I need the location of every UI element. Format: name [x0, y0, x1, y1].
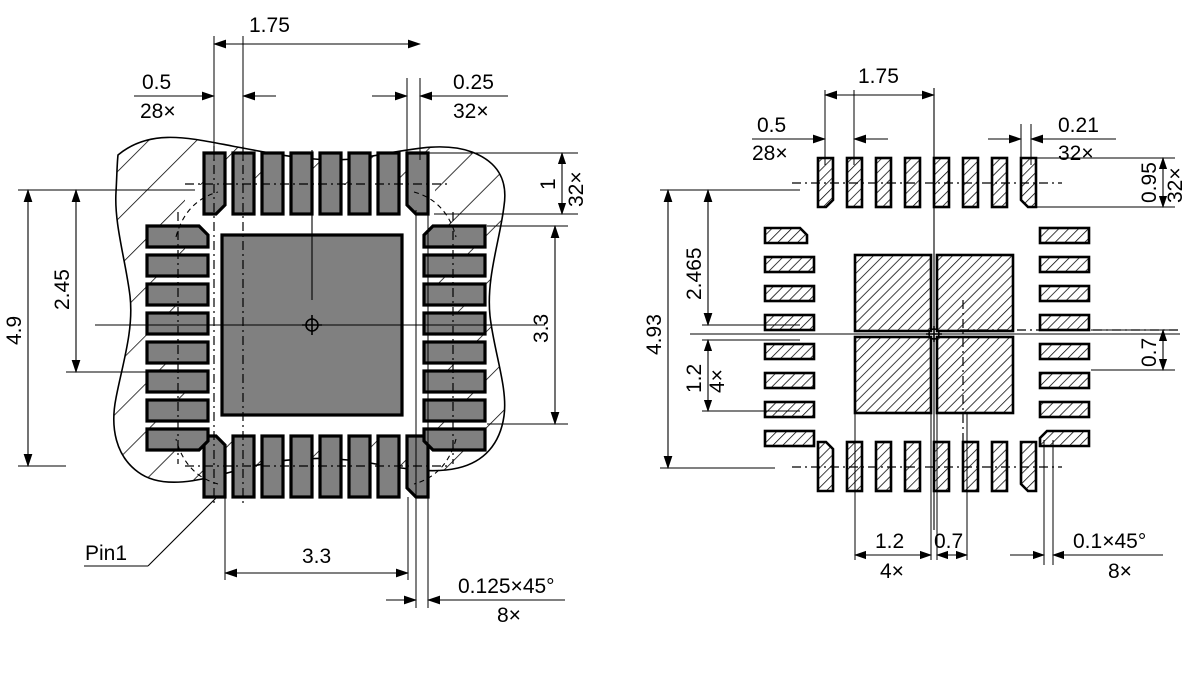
r-dim-label-1-2-vert: 1.2 [683, 364, 706, 393]
top-pad-row [202, 151, 430, 216]
r-dim-label-0-5: 0.5 [757, 114, 786, 137]
r-dim-label-4x-bottom: 4× [880, 560, 904, 583]
right-view-group: 1.75 0.5 28× 0.21 32× 0.95 32× 0.7 2.465… [643, 65, 1187, 583]
ap-right-7 [1038, 400, 1091, 419]
left-view-group: 1.75 0.5 28× 0.25 32× 1 32× 3.3 2.45 4.9 [3, 14, 588, 627]
pad-right-2 [422, 253, 487, 278]
right-pad-column [422, 224, 487, 452]
r-dim-label-28x: 28× [752, 142, 788, 165]
pin1-corner-arc-tl [175, 191, 219, 238]
left-aperture-column [763, 226, 816, 448]
pad-left-8-chamfered [145, 427, 210, 452]
dim-label-32x-right: 32× [565, 171, 588, 207]
r-dim-label-4-93: 4.93 [643, 314, 666, 355]
dim-label-28x: 28× [140, 100, 176, 123]
dim-label-chamfer-left: 0.125×45° [458, 575, 555, 598]
right-aperture-column [1038, 226, 1091, 448]
dim-label-32x-top: 32× [453, 100, 489, 123]
pad-right-8-chamfered [422, 427, 487, 452]
ap-left-5 [763, 342, 816, 361]
r-dim-label-8x: 8× [1108, 560, 1132, 583]
dim-label-2-45: 2.45 [51, 269, 74, 310]
ap-right-3 [1038, 284, 1091, 303]
dim-label-8x-left: 8× [497, 604, 521, 627]
dim-label-3-3-bottom: 3.3 [302, 545, 331, 568]
r-dim-label-1-75: 1.75 [858, 65, 899, 88]
pin1-corner-arc-tr [413, 191, 457, 238]
thermal-aperture-bl [853, 335, 933, 415]
ap-left-2 [763, 255, 816, 274]
ap-left-4 [763, 313, 816, 332]
pad-top-1-chamfered [202, 151, 227, 216]
r-dim-label-32x: 32× [1058, 142, 1094, 165]
pad-right-5 [422, 340, 487, 365]
pin1-corner-arc-br [413, 438, 457, 485]
pad-right-7 [422, 398, 487, 423]
pad-right-4 [422, 311, 487, 336]
dim-label-3-3-right: 3.3 [530, 314, 553, 343]
thermal-aperture-tl [853, 253, 933, 333]
pad-right-6 [422, 369, 487, 394]
ap-left-1-chamfered [763, 226, 809, 245]
ap-left-8 [763, 429, 816, 448]
pin1-label: Pin1 [85, 542, 127, 565]
r-dim-label-32x-b: 32× [1164, 167, 1187, 203]
ap-right-4 [1038, 313, 1091, 332]
r-dim-label-0-95: 0.95 [1138, 162, 1161, 203]
dim-label-1: 1 [537, 178, 560, 190]
pad-right-3 [422, 282, 487, 307]
dim-label-1-75: 1.75 [249, 14, 290, 37]
r-dim-label-0-7-right: 0.7 [1138, 338, 1161, 367]
thermal-aperture-br [935, 335, 1015, 415]
ap-right-1 [1038, 226, 1091, 245]
ap-right-6 [1038, 371, 1091, 390]
ap-left-6 [763, 371, 816, 390]
r-dim-label-0-7-bottom: 0.7 [934, 530, 963, 553]
ap-right-8-chamfered [1038, 429, 1091, 448]
ap-left-3 [763, 284, 816, 303]
pin1-leader-diag [147, 495, 219, 567]
dim-label-0-25: 0.25 [453, 71, 494, 94]
r-dim-label-chamfer: 0.1×45° [1073, 530, 1146, 553]
r-dim-label-4x-vert: 4× [706, 369, 729, 393]
dim-label-0-5: 0.5 [142, 71, 171, 94]
ap-right-2 [1038, 255, 1091, 274]
r-dim-label-0-21: 0.21 [1058, 114, 1099, 137]
ap-left-7 [763, 400, 816, 419]
dim-label-4-9: 4.9 [3, 316, 26, 345]
r-dim-label-1-2-bottom: 1.2 [875, 530, 904, 553]
pad-right-1-chamfered [422, 224, 487, 249]
r-dim-label-2-465: 2.465 [683, 247, 706, 300]
thermal-aperture-tr [935, 253, 1015, 333]
ap-right-5 [1038, 342, 1091, 361]
